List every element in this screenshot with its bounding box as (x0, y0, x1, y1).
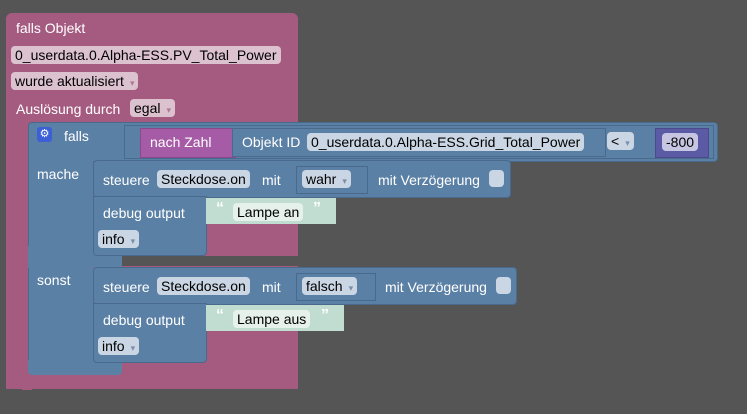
bool-dropdown-then[interactable]: wahr ▾ (302, 170, 351, 188)
delay-label: mit Verzögerung (378, 172, 480, 188)
level-dropdown-then[interactable]: info ▾ (98, 230, 140, 248)
trigger-type-value: egal (134, 100, 161, 116)
control-target[interactable]: Steckdose.on (157, 170, 250, 188)
with-label: mit (262, 172, 281, 188)
level-dropdown-else[interactable]: info ▾ (98, 337, 140, 355)
operator-dropdown[interactable]: <▾ (607, 132, 634, 150)
text-value[interactable]: Lampe an (233, 203, 304, 221)
to-number-block[interactable] (140, 128, 236, 158)
debug-label: debug output (103, 312, 185, 328)
chevron-down-icon: ▾ (625, 138, 630, 148)
chevron-down-icon: ▾ (166, 105, 171, 115)
if-label: falls (64, 128, 89, 144)
bool-dropdown-else[interactable]: falsch ▾ (302, 277, 358, 295)
level-value: info (102, 338, 125, 354)
chevron-down-icon: ▾ (342, 176, 347, 186)
bool-value: falsch (306, 278, 343, 294)
then-label: mache (37, 166, 80, 182)
level-value: info (102, 231, 125, 247)
number-value[interactable]: -800 (662, 133, 699, 151)
object-id-label: Objekt ID (242, 134, 301, 150)
trigger-title: falls Objekt (16, 20, 86, 36)
trigger-type-dropdown[interactable]: egal ▾ (130, 99, 175, 117)
quote-close-icon: ” (321, 307, 329, 324)
chevron-down-icon: ▾ (129, 78, 135, 88)
trigger-event-dropdown[interactable]: wurde aktualisiert ▾ (11, 72, 139, 90)
control-target[interactable]: Steckdose.on (157, 277, 250, 295)
delay-checkbox[interactable] (489, 170, 504, 187)
control-label: steuere (103, 172, 150, 188)
chevron-down-icon: ▾ (130, 343, 136, 353)
trigger-type-label: Auslösung durch (16, 101, 121, 117)
chevron-down-icon: ▾ (348, 283, 354, 293)
gear-icon[interactable]: ⚙ (37, 127, 52, 142)
quote-open-icon: “ (216, 200, 224, 217)
delay-checkbox[interactable] (496, 277, 511, 294)
control-label: steuere (103, 279, 150, 295)
to-number-label: nach Zahl (150, 134, 212, 150)
trigger-block-notch (22, 386, 32, 390)
bool-value: wahr (306, 171, 337, 187)
debug-label: debug output (103, 205, 185, 221)
text-value[interactable]: Lampe aus (233, 310, 311, 328)
quote-close-icon: ” (313, 200, 321, 217)
operator-value: < (611, 133, 620, 149)
trigger-event-value: wurde aktualisiert (15, 73, 124, 89)
else-label: sonst (37, 272, 71, 288)
delay-label: mit Verzögerung (385, 279, 487, 295)
quote-open-icon: “ (216, 307, 224, 324)
trigger-block-bottom (6, 378, 298, 389)
if-block-bottom (28, 360, 122, 375)
condition-object-id[interactable]: 0_userdata.0.Alpha-ESS.Grid_Total_Power (307, 133, 585, 151)
chevron-down-icon: ▾ (130, 236, 136, 246)
with-label: mit (262, 279, 281, 295)
trigger-object-id[interactable]: 0_userdata.0.Alpha-ESS.PV_Total_Power (11, 46, 281, 64)
gap (92, 256, 717, 266)
